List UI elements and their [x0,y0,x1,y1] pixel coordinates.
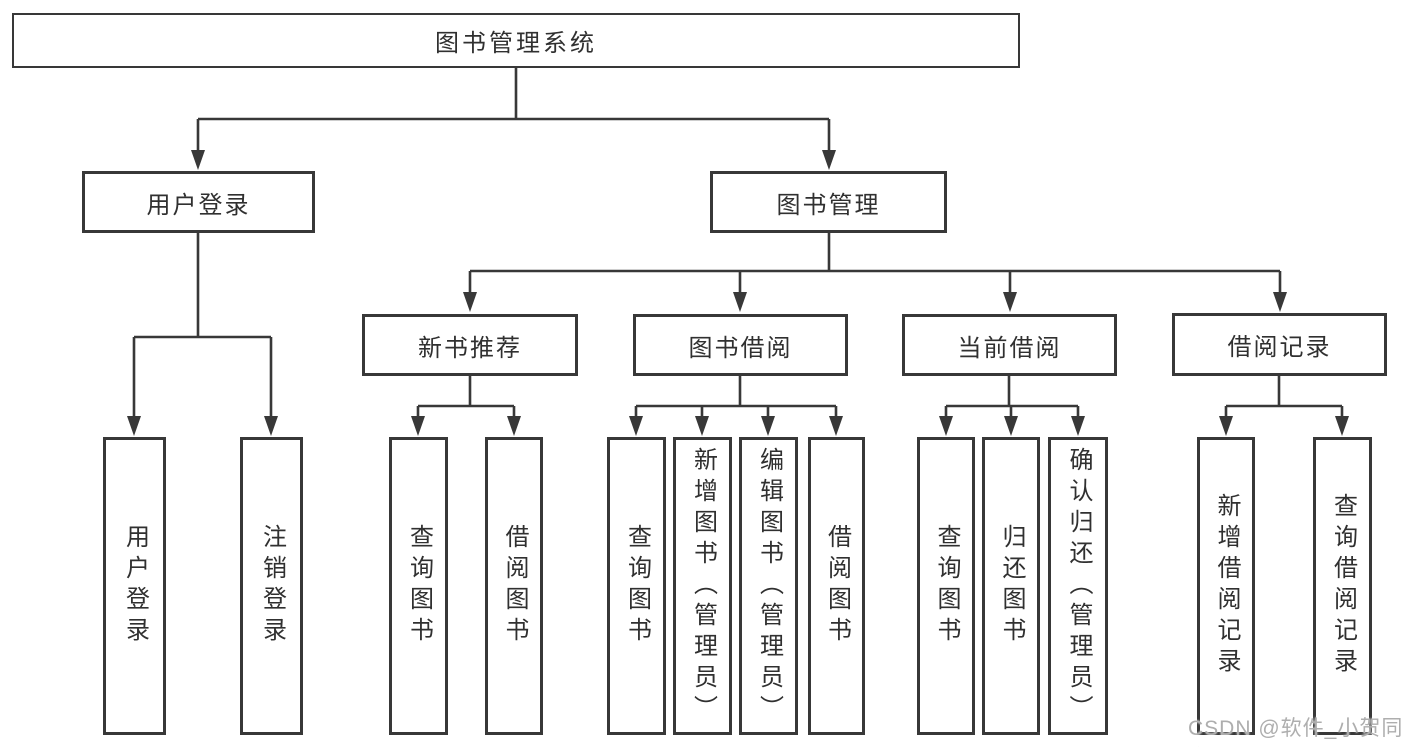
watermark-text: CSDN @软件_小贺同学 [1188,717,1404,740]
connector-paths [132,68,1344,416]
leaf-borrow-books-borrow: 借阅图书 [808,437,865,735]
leaf-user-login: 用户登录 [103,437,166,735]
node-new-book-recommend: 新书推荐 [362,314,578,376]
arrowheads [127,150,1349,436]
leaf-query-books-current: 查询图书 [917,437,975,735]
node-borrow-records: 借阅记录 [1172,313,1387,376]
node-book-management: 图书管理 [710,171,947,233]
leaf-query-books-recommend: 查询图书 [389,437,448,735]
node-user-login: 用户登录 [82,171,315,233]
leaf-query-borrow-record: 查询借阅记录 [1313,437,1372,735]
leaf-add-borrow-record: 新增借阅记录 [1197,437,1255,735]
leaf-return-book: 归还图书 [982,437,1040,735]
leaf-borrow-books-recommend: 借阅图书 [485,437,543,735]
leaf-confirm-return-admin: 确认归还（管理员） [1048,437,1108,735]
node-book-borrow: 图书借阅 [633,314,848,376]
node-current-borrow: 当前借阅 [902,314,1117,376]
leaf-edit-book-admin: 编辑图书（管理员） [739,437,798,735]
leaf-query-books-borrow: 查询图书 [607,437,666,735]
node-library-system: 图书管理系统 [12,13,1020,68]
leaf-add-book-admin: 新增图书（管理员） [673,437,732,735]
leaf-logout: 注销登录 [240,437,303,735]
